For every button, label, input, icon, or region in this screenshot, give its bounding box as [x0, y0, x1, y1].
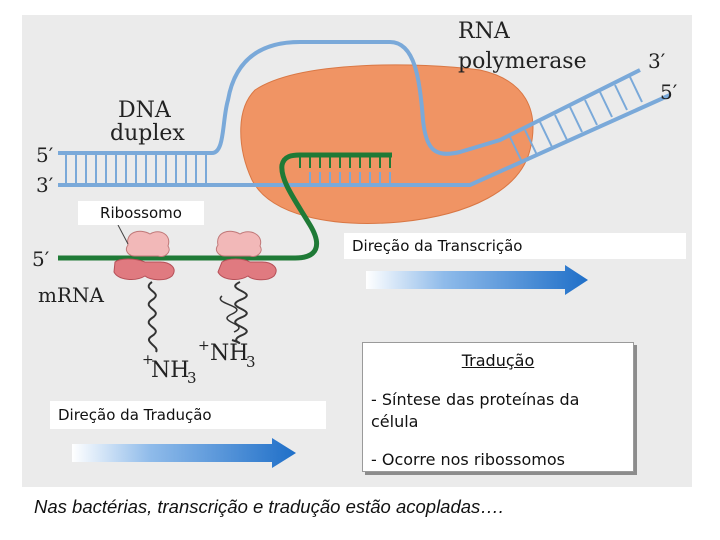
polypeptide-chain-left — [147, 281, 158, 353]
dna-top-strand — [58, 40, 641, 156]
caption: Nas bactérias, transcrição e tradução es… — [34, 496, 504, 517]
mrna-bases — [299, 157, 391, 168]
polypeptide-chain-right — [231, 281, 248, 344]
translation-info-box: Tradução - Síntese das proteínas da célu… — [362, 342, 634, 472]
ribosome-left — [113, 230, 175, 281]
nh3-right-label: + NH 3 — [198, 338, 256, 371]
translation-info-line-protein-synthesis: - Síntese das proteínas da célula — [371, 390, 580, 431]
dna-top-right-end-label: 3′ — [648, 49, 666, 73]
translation-direction-label: Direção da Tradução — [50, 401, 326, 429]
rna-polymerase-label-line2: polymerase — [458, 49, 587, 74]
nh3-left-label: + NH 3 — [142, 352, 197, 387]
mrna-label: mRNA — [38, 283, 105, 307]
dna-duplex-label-line1: DNA — [118, 98, 172, 123]
ribosome-pointer — [117, 224, 129, 245]
dna-bottom-strand — [58, 93, 671, 187]
svg-text:+: + — [198, 338, 210, 354]
ribosome-right — [215, 230, 277, 281]
transcription-direction-label: Direção da Transcrição — [344, 233, 686, 259]
svg-text:3: 3 — [187, 369, 197, 387]
ribosome-label: Ribossomo — [78, 201, 204, 225]
svg-text:3: 3 — [246, 353, 256, 371]
dna-duplex-label-line2: duplex — [110, 121, 185, 146]
mrna-left-end-label: 5′ — [32, 247, 50, 271]
translation-info-line-ribosomes: - Ocorre nos ribossomos — [371, 450, 565, 469]
mrna-strand — [58, 152, 392, 261]
transcription-direction-arrow — [366, 265, 588, 295]
dna-base-pairs-right — [509, 76, 643, 163]
dna-template-bases — [309, 172, 391, 185]
svg-text:NH: NH — [151, 358, 189, 383]
svg-text:NH: NH — [210, 341, 248, 366]
dna-bottom-right-end-label: 5′ — [660, 80, 678, 104]
svg-text:+: + — [142, 352, 154, 368]
translation-direction-arrow — [72, 438, 296, 468]
rna-polymerase-label-line1: RNA — [458, 19, 511, 44]
dna-base-pairs-left — [65, 155, 207, 183]
translation-info-title: Tradução — [461, 351, 535, 370]
dna-top-left-end-label: 5′ — [36, 143, 54, 167]
dna-bottom-left-end-label: 3′ — [36, 173, 54, 197]
polypeptide-chain-right-inner — [219, 295, 240, 333]
